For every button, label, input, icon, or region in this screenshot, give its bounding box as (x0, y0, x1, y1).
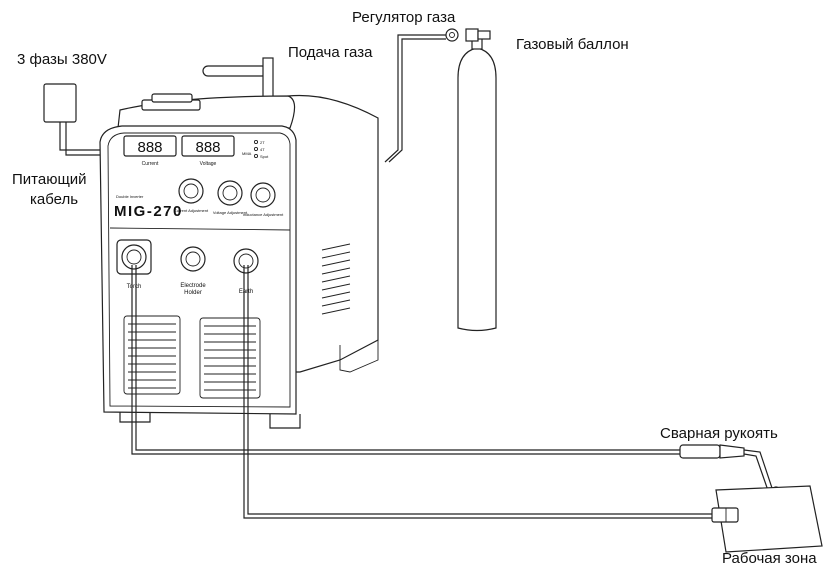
gas-regulator-label: Регулятор газа (352, 9, 456, 26)
power-label: 3 фазы 380V (17, 51, 107, 68)
torch-socket: Torch (116, 239, 152, 290)
power-plug (43, 83, 103, 156)
electrode-holder-socket: Electrode Holder (180, 246, 206, 296)
voltage-knob: Voltage Adjustment (213, 180, 248, 215)
brand-label: Double Inverter (116, 194, 144, 199)
current-knob: Current Adjustment (174, 178, 209, 213)
gas-feed-pipe (202, 57, 274, 105)
work-piece (715, 485, 823, 553)
model-label: MIG-270 (114, 203, 183, 220)
work-zone-label: Рабочая зона (722, 550, 817, 567)
svg-text:Spot: Spot (260, 154, 269, 159)
inductance-knob: Inductance Adjustment (243, 182, 284, 217)
welding-torch-label: Сварная рукоять (660, 425, 778, 442)
cable-label-line2: кабель (30, 191, 79, 208)
gas-feed-label: Подача газа (288, 44, 373, 61)
gas-cylinder-label: Газовый баллон (516, 36, 629, 53)
welding-machine: 888 Current 888 Voltage MMA 2T 4T Spot D… (99, 93, 379, 429)
earth-socket: Earth (233, 248, 259, 295)
svg-text:Inductance Adjustment: Inductance Adjustment (243, 212, 284, 217)
front-vents-left (123, 315, 181, 395)
mma-label: MMA (242, 151, 252, 156)
earth-clamp (711, 507, 739, 523)
svg-text:Current Adjustment: Current Adjustment (174, 208, 209, 213)
svg-text:Current: Current (142, 161, 159, 167)
svg-text:Earth: Earth (239, 289, 253, 295)
earth-cable (243, 265, 714, 519)
svg-text:4T: 4T (260, 147, 265, 152)
torch-cable (131, 265, 680, 455)
svg-text:Electrode: Electrode (180, 283, 206, 289)
current-display: 888 Current (123, 135, 177, 167)
front-vents-right (199, 317, 261, 399)
svg-text:888: 888 (137, 139, 162, 156)
side-vents (321, 243, 351, 315)
cable-label-line1: Питающий (12, 171, 87, 188)
gas-cylinder (457, 35, 497, 332)
svg-text:2T: 2T (260, 140, 265, 145)
gas-regulator (384, 28, 491, 163)
svg-text:Holder: Holder (184, 290, 202, 296)
voltage-display: 888 Voltage (181, 135, 235, 167)
svg-text:Voltage Adjustment: Voltage Adjustment (213, 210, 248, 215)
svg-text:Voltage: Voltage (200, 161, 217, 167)
svg-text:Torch: Torch (127, 284, 142, 290)
mode-indicators: 2T 4T Spot (253, 139, 269, 159)
svg-text:888: 888 (195, 139, 220, 156)
